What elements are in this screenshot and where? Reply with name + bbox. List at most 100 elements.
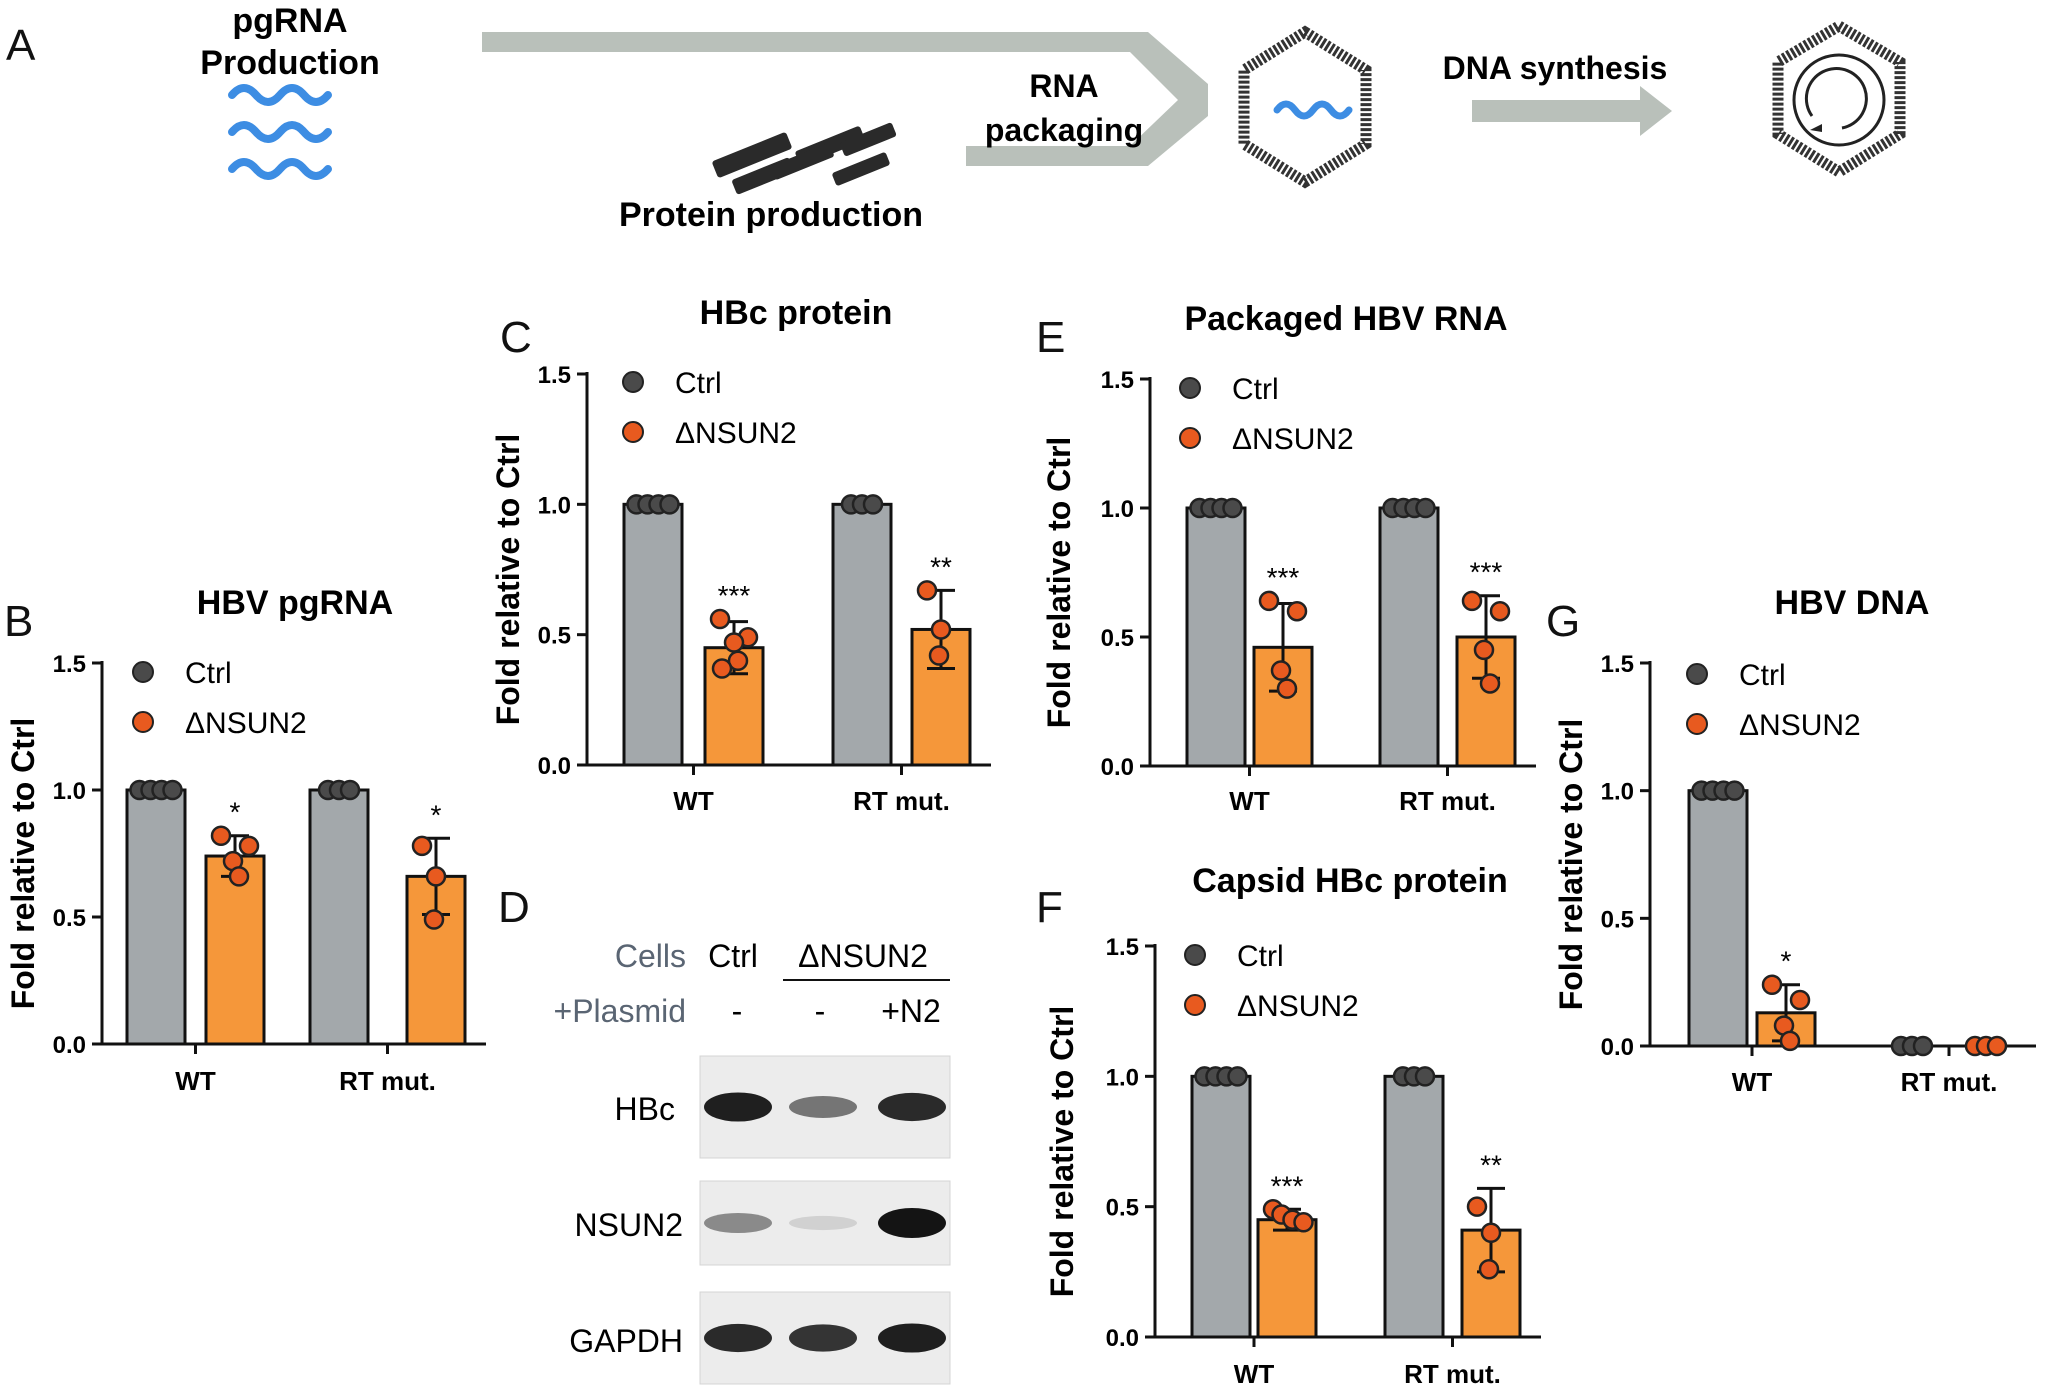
data-point bbox=[423, 909, 445, 930]
pgrna-label-line1: pgRNA bbox=[232, 2, 347, 40]
dna-synthesis-arrow bbox=[1472, 86, 1672, 136]
legend-marker-ctrl bbox=[622, 371, 644, 393]
y-tick-label: 0.5 bbox=[1101, 625, 1134, 652]
panel-letter-c: C bbox=[500, 313, 532, 362]
data-point bbox=[1761, 974, 1783, 995]
bar-ctrl-wt bbox=[1687, 789, 1749, 1048]
y-tick-label: 1.5 bbox=[1601, 651, 1634, 678]
data-point bbox=[228, 866, 250, 887]
significance-marker: * bbox=[230, 797, 241, 828]
wb-band-label-nsun2: NSUN2 bbox=[575, 1207, 683, 1243]
lower-arrow bbox=[966, 100, 1208, 166]
data-point bbox=[1724, 780, 1745, 801]
data-point bbox=[1270, 660, 1292, 681]
data-point bbox=[1415, 497, 1436, 519]
legend-label-ctrl: Ctrl bbox=[1232, 373, 1279, 406]
panel-letter-b: B bbox=[4, 597, 33, 646]
panel-letter-d: D bbox=[498, 883, 530, 932]
x-tick-label: RT mut. bbox=[1404, 1359, 1501, 1389]
y-tick-label: 0.0 bbox=[538, 753, 571, 780]
blot-band bbox=[704, 1323, 772, 1353]
blot-band bbox=[704, 1212, 772, 1234]
data-point bbox=[339, 779, 361, 801]
significance-marker: ** bbox=[1480, 1149, 1502, 1180]
y-tick-label: 1.0 bbox=[1101, 496, 1134, 523]
data-point bbox=[238, 835, 260, 857]
legend-label-nsun2: ΔNSUN2 bbox=[1237, 990, 1359, 1023]
rna-packaging-label-line2: packaging bbox=[985, 112, 1143, 148]
legend-label-nsun2: ΔNSUN2 bbox=[1232, 423, 1354, 456]
wb-blot-strips bbox=[699, 1055, 951, 1385]
legend-label-ctrl: Ctrl bbox=[1237, 940, 1284, 973]
pgrna-label-line2: Production bbox=[200, 44, 379, 82]
protein-fragments-icon bbox=[712, 122, 897, 195]
data-point bbox=[1986, 1035, 2008, 1057]
capsid-with-rna-icon bbox=[1238, 25, 1372, 189]
legend-label-nsun2: ΔNSUN2 bbox=[1739, 709, 1861, 742]
y-tick-label: 1.0 bbox=[53, 778, 86, 805]
panel-letter-a: A bbox=[6, 21, 36, 70]
legend-marker-nsun2 bbox=[1686, 713, 1708, 735]
bar-ctrl-wt bbox=[622, 502, 684, 767]
data-point bbox=[928, 645, 950, 666]
legend-marker-nsun2 bbox=[1179, 427, 1201, 449]
chart-title: HBV pgRNA bbox=[197, 584, 393, 622]
legend-marker-nsun2 bbox=[1184, 994, 1206, 1016]
bar-ctrl-rt-mut bbox=[308, 788, 370, 1046]
data-point bbox=[162, 779, 183, 801]
x-tick-label: RT mut. bbox=[1399, 786, 1496, 816]
blot-band bbox=[878, 1323, 946, 1353]
wb-band-label-hbc: HBc bbox=[615, 1091, 675, 1127]
significance-marker: *** bbox=[1470, 557, 1503, 588]
x-tick-label: WT bbox=[1732, 1067, 1773, 1097]
y-axis-label: Fold relative to Ctrl bbox=[1553, 719, 1589, 1011]
significance-marker: *** bbox=[1271, 1170, 1304, 1201]
y-axis-label: Fold relative to Ctrl bbox=[1041, 437, 1077, 729]
data-point bbox=[709, 608, 731, 630]
bar-ctrl-rt-mut bbox=[1378, 506, 1440, 768]
panel-letter-e: E bbox=[1036, 313, 1065, 362]
bar-ctrl-wt bbox=[1190, 1074, 1252, 1339]
data-point bbox=[411, 835, 433, 857]
data-point bbox=[1222, 497, 1243, 519]
y-tick-label: 0.5 bbox=[1106, 1195, 1139, 1222]
rna-wave-icon bbox=[228, 84, 332, 180]
bar-ctrl-wt bbox=[1185, 506, 1247, 768]
data-point bbox=[727, 650, 749, 671]
wb-cells-label: Cells bbox=[615, 938, 686, 974]
y-tick-label: 1.5 bbox=[53, 651, 86, 678]
chart-title: Capsid HBc protein bbox=[1192, 862, 1507, 900]
y-tick-label: 0.0 bbox=[1101, 754, 1134, 781]
blot-band bbox=[878, 1092, 946, 1122]
data-point bbox=[1473, 639, 1495, 661]
data-point bbox=[1227, 1066, 1248, 1087]
y-axis-label: Fold relative to Ctrl bbox=[490, 434, 526, 726]
wb-plasmid-ctrl: - bbox=[732, 993, 743, 1029]
wb-ctrl-column: Ctrl bbox=[708, 938, 758, 974]
data-point bbox=[1480, 1222, 1502, 1243]
capsid-with-dna-icon bbox=[1772, 19, 1906, 179]
data-point bbox=[1286, 600, 1308, 622]
y-tick-label: 0.5 bbox=[538, 623, 571, 650]
blot-band bbox=[789, 1215, 857, 1231]
legend-label-ctrl: Ctrl bbox=[675, 367, 722, 400]
data-point bbox=[930, 619, 952, 640]
y-tick-label: 0.5 bbox=[53, 905, 86, 932]
data-point bbox=[862, 494, 884, 515]
x-tick-label: WT bbox=[175, 1066, 216, 1096]
data-point bbox=[1461, 590, 1483, 612]
wb-nsun2-column: ΔNSUN2 bbox=[798, 938, 928, 974]
data-point bbox=[1466, 1196, 1488, 1217]
legend-marker-nsun2 bbox=[622, 421, 644, 443]
bar-ctrl-wt bbox=[125, 788, 187, 1046]
wb-plasmid-nsun2: - bbox=[815, 993, 826, 1029]
legend-label-ctrl: Ctrl bbox=[185, 657, 232, 690]
legend-label-ctrl: Ctrl bbox=[1739, 659, 1786, 692]
x-tick-label: WT bbox=[1234, 1359, 1275, 1389]
